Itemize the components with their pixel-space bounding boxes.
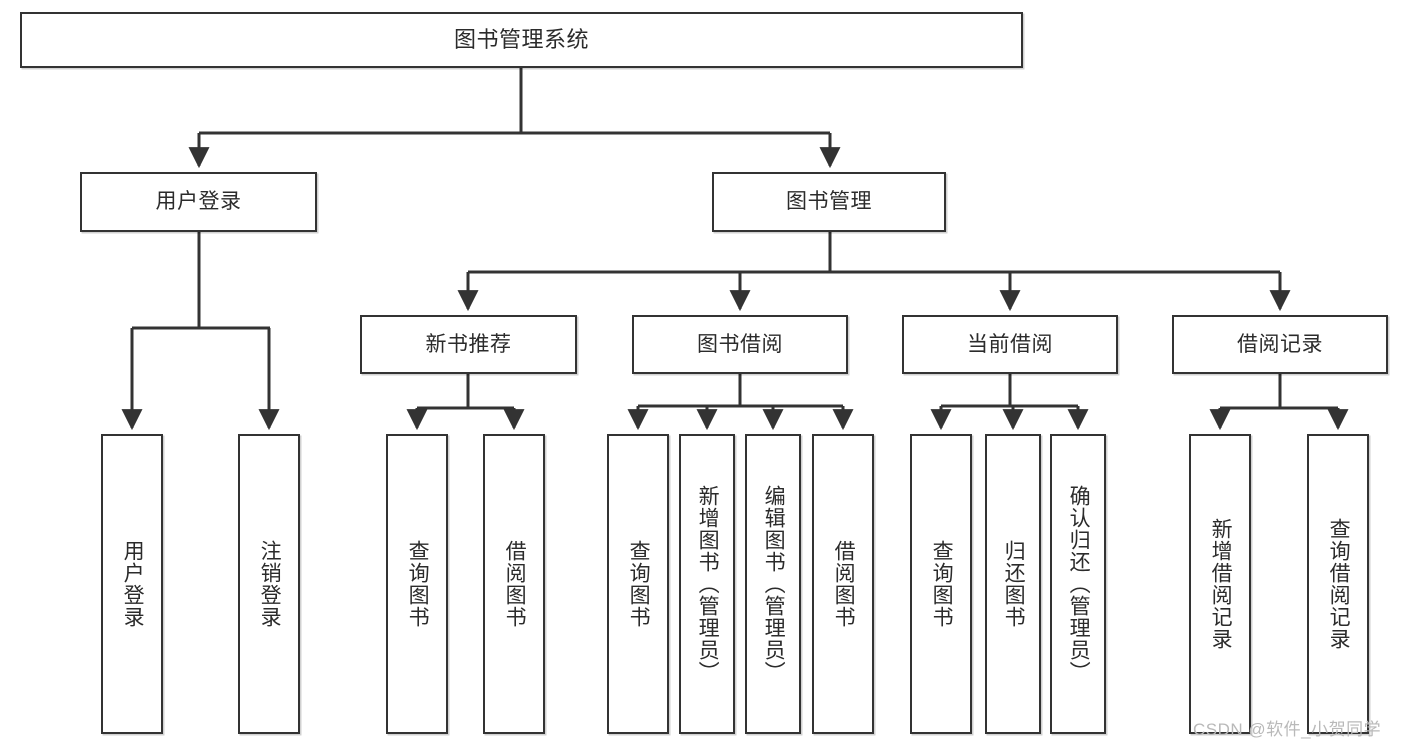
node-current-borrow[interactable]: 当前借阅 — [902, 315, 1118, 374]
node-label: 借阅图书 — [503, 540, 527, 628]
node-leaf-return-book[interactable]: 归还图书 — [985, 434, 1041, 734]
node-label: 查询借阅记录 — [1327, 518, 1351, 650]
node-borrow-record[interactable]: 借阅记录 — [1172, 315, 1388, 374]
node-label: 查询图书 — [930, 540, 954, 628]
node-leaf-user-login[interactable]: 用户登录 — [101, 434, 163, 734]
node-label: 当前借阅 — [967, 332, 1053, 356]
node-label: 新增图书（管理员） — [696, 485, 720, 683]
node-label: 借阅记录 — [1237, 332, 1323, 356]
node-book-management[interactable]: 图书管理 — [712, 172, 946, 232]
node-book-borrow[interactable]: 图书借阅 — [632, 315, 848, 374]
node-label: 查询图书 — [627, 540, 651, 628]
node-leaf-logout[interactable]: 注销登录 — [238, 434, 300, 734]
node-leaf-add-book-admin[interactable]: 新增图书（管理员） — [679, 434, 735, 734]
node-label: 编辑图书（管理员） — [762, 485, 786, 683]
node-leaf-edit-book-admin[interactable]: 编辑图书（管理员） — [745, 434, 801, 734]
node-leaf-query-borrow-record[interactable]: 查询借阅记录 — [1307, 434, 1369, 734]
node-leaf-add-borrow-record[interactable]: 新增借阅记录 — [1189, 434, 1251, 734]
node-new-book-recommend[interactable]: 新书推荐 — [360, 315, 577, 374]
node-label: 借阅图书 — [832, 540, 856, 628]
node-label: 用户登录 — [155, 190, 242, 214]
node-leaf-borrow-book-recommend[interactable]: 借阅图书 — [483, 434, 545, 734]
node-label: 图书借阅 — [697, 332, 783, 356]
watermark-text: CSDN @软件_小贺同学 — [1193, 720, 1382, 739]
node-label: 用户登录 — [121, 540, 145, 628]
node-label: 新增借阅记录 — [1209, 518, 1233, 650]
node-leaf-borrow-book[interactable]: 借阅图书 — [812, 434, 874, 734]
node-leaf-query-book-borrow[interactable]: 查询图书 — [607, 434, 669, 734]
watermark-csdn: CSDN @软件_小贺同学 — [1193, 715, 1381, 740]
node-label: 图书管理系统 — [453, 26, 589, 52]
node-label: 注销登录 — [258, 540, 282, 628]
node-label: 归还图书 — [1002, 540, 1026, 628]
node-label: 图书管理 — [786, 190, 872, 214]
node-leaf-query-book-current[interactable]: 查询图书 — [910, 434, 972, 734]
node-label: 新书推荐 — [425, 332, 512, 356]
node-leaf-query-book-recommend[interactable]: 查询图书 — [386, 434, 448, 734]
node-label: 确认归还（管理员） — [1067, 485, 1091, 683]
node-user-login[interactable]: 用户登录 — [80, 172, 317, 232]
node-leaf-confirm-return-admin[interactable]: 确认归还（管理员） — [1050, 434, 1106, 734]
node-label: 查询图书 — [406, 540, 430, 628]
node-root-book-management-system[interactable]: 图书管理系统 — [20, 12, 1023, 68]
